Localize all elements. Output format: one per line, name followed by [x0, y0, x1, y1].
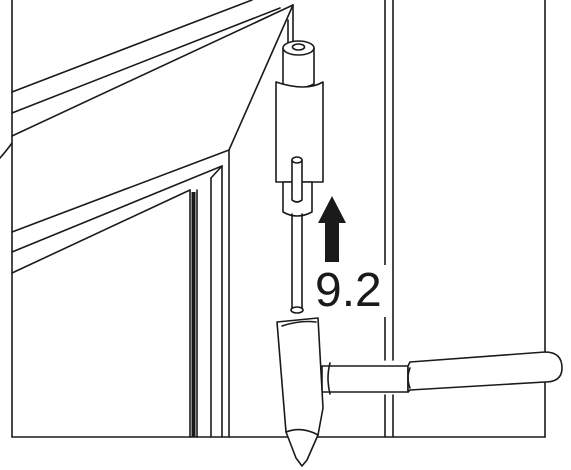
frame-profile: [11, 0, 294, 274]
leader-line: [0, 142, 13, 159]
hammer-icon: [276, 317, 563, 467]
step-number-label: 9.2: [313, 265, 386, 317]
pin: [290, 156, 304, 314]
pin-sleeve: [275, 40, 324, 217]
sash-seal-strip: [191, 192, 196, 437]
up-arrow-icon: [318, 196, 346, 262]
window-sash: [189, 149, 230, 438]
